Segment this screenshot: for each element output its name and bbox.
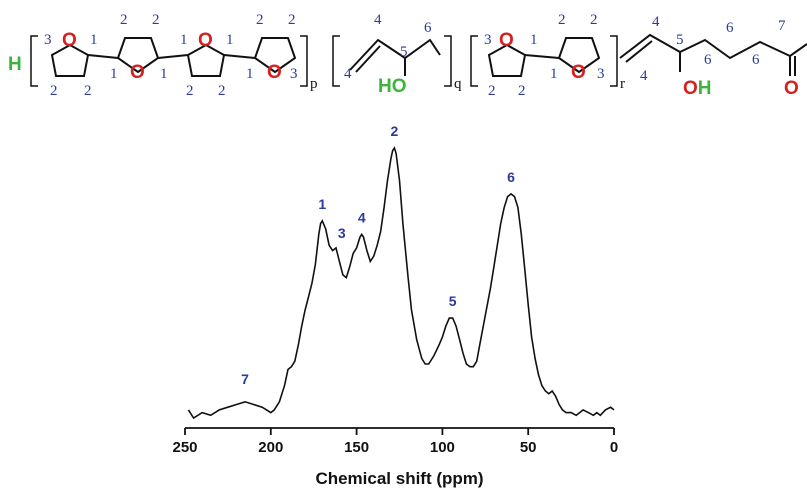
carbon-number: 2 (152, 12, 160, 28)
bracket-q-close (444, 35, 452, 87)
furan-oxygen: O (267, 62, 282, 83)
hydroxyl-oxygen: O (683, 78, 698, 99)
carbon-number: 2 (256, 12, 264, 28)
carbon-number: 1 (110, 66, 118, 82)
furan-ring-4 (253, 37, 297, 74)
spectrum-line (187, 146, 615, 420)
carbon-number: 4 (374, 12, 382, 28)
hydroxyl-group-q: HO (378, 76, 407, 97)
peak-labels: 134 2 5 6 7 (241, 123, 515, 387)
alkene-chain-q (349, 38, 441, 71)
carbon-number: 4 (640, 68, 648, 84)
carbon-number: 3 (597, 66, 605, 82)
carbon-number: 2 (590, 12, 598, 28)
carbon-number: 6 (424, 20, 432, 36)
carbon-number: 1 (90, 32, 98, 48)
x-axis-ticks: 250 200 150 100 50 0 (172, 428, 618, 456)
furan-ring-1 (50, 43, 90, 77)
carbon-number: 4 (652, 14, 660, 30)
repeat-subscript-p: p (310, 76, 318, 92)
repeat-subscript-q: q (454, 76, 462, 92)
ring-link-bond (223, 54, 256, 59)
bracket-q-open (332, 35, 340, 87)
furan-ring-2 (116, 37, 160, 74)
carbon-number: 3 (290, 66, 298, 82)
furan-oxygen: O (198, 30, 213, 51)
carbon-number: 2 (50, 83, 58, 99)
carbon-number: 5 (400, 44, 408, 60)
carbon-number: 2 (120, 12, 128, 28)
bracket-r-open (470, 35, 478, 87)
carbon-number: 2 (488, 83, 496, 99)
peak-label-2: 2 (390, 123, 398, 139)
carbon-number: 1 (530, 32, 538, 48)
chemical-structure: H O O O O O O HO OH O 3 1 2 2 2 2 1 1 1 … (8, 12, 807, 99)
carbon-number: 4 (344, 66, 352, 82)
peak-label-7: 7 (241, 371, 249, 387)
furan-oxygen: O (130, 62, 145, 83)
bracket-r-close (610, 35, 618, 87)
ring-link-bond (157, 54, 189, 59)
carbon-number: 2 (186, 83, 194, 99)
carbon-number: 6 (704, 52, 712, 68)
bracket-p-close (300, 35, 308, 87)
carbon-number: 3 (484, 32, 492, 48)
carbon-number: 2 (518, 83, 526, 99)
x-tick-label: 100 (430, 439, 455, 456)
bracket-p-open (30, 35, 38, 87)
terminal-hydrogen: H (8, 54, 22, 75)
carbon-number: 6 (726, 20, 734, 36)
hydroxyl-hydrogen: H (698, 78, 712, 99)
carbon-number: 6 (752, 52, 760, 68)
peak-label-1: 1 (318, 196, 326, 212)
x-tick-label: 150 (344, 439, 369, 456)
carbon-number: 3 (44, 32, 52, 48)
x-axis-title: Chemical shift (ppm) (315, 469, 483, 488)
carbon-number: 2 (84, 83, 92, 99)
x-tick-label: 200 (258, 439, 283, 456)
ring-link-bond (87, 54, 119, 59)
furan-oxygen: O (499, 30, 514, 51)
peak-label-4: 4 (358, 209, 366, 225)
carbon-number: 7 (778, 18, 786, 34)
hydroxyl-group-r: OH (683, 78, 712, 99)
furan-oxygen: O (62, 30, 77, 51)
x-tick-label: 0 (610, 439, 618, 456)
carbon-number: 1 (550, 66, 558, 82)
x-tick-label: 250 (172, 439, 197, 456)
carbon-number: 2 (288, 12, 296, 28)
carbon-number: 2 (218, 83, 226, 99)
peak-label-6: 6 (507, 169, 515, 185)
carbon-number: 1 (160, 66, 168, 82)
carbon-number: 2 (558, 12, 566, 28)
x-tick-label: 50 (520, 439, 537, 456)
peak-label-3: 3 (338, 225, 346, 241)
furan-oxygen: O (571, 62, 586, 83)
alkene-chain-r (619, 33, 807, 60)
ring-link-bond (524, 54, 560, 59)
carbon-number: 5 (676, 32, 684, 48)
carbonyl-oxygen: O (784, 78, 799, 99)
repeat-subscript-r: r (620, 76, 625, 92)
furan-ring-3 (186, 43, 226, 77)
carbon-number: 1 (246, 66, 254, 82)
furan-ring-6 (557, 37, 601, 74)
nmr-spectrum-chart: 250 200 150 100 50 0 134 2 5 6 7 Chemical shift (… (172, 123, 618, 488)
furan-ring-5 (487, 43, 527, 77)
alkene-double-bond-q (355, 45, 381, 73)
carbon-number: 1 (226, 32, 234, 48)
carbon-number: 1 (180, 32, 188, 48)
peak-label-5: 5 (449, 293, 457, 309)
alkene-double-bond-r (625, 40, 653, 63)
